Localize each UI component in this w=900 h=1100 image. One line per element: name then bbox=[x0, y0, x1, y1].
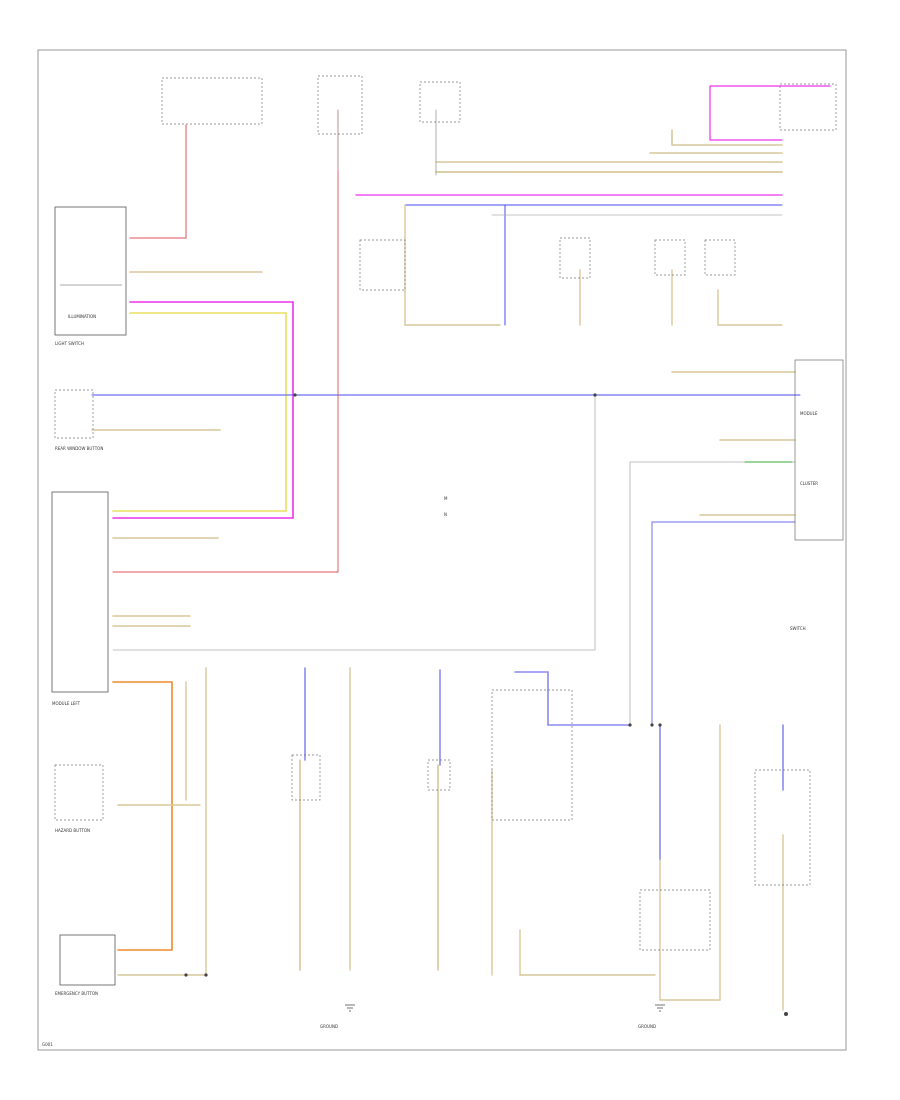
components bbox=[51, 75, 844, 986]
wire-yellow-left bbox=[112, 312, 287, 512]
wire-grey-right bbox=[629, 461, 796, 726]
rear-window-button-box bbox=[54, 389, 94, 439]
footer-right: GROUND bbox=[638, 1024, 656, 1029]
unit-3 bbox=[491, 689, 573, 821]
unit-2 bbox=[427, 759, 451, 791]
wire-orange bbox=[112, 681, 173, 951]
wire-magenta-left bbox=[112, 301, 294, 519]
label-right-module: MODULE bbox=[800, 411, 818, 416]
wire-grey-ml bbox=[112, 394, 596, 651]
grounds bbox=[184, 393, 788, 1016]
footer-left: G001 bbox=[42, 1042, 53, 1047]
fuse-box-2 bbox=[317, 75, 363, 135]
wire-tan-r2 bbox=[659, 724, 721, 1001]
relay-1 bbox=[359, 239, 406, 291]
legend-m: M bbox=[444, 496, 448, 501]
relay-2 bbox=[559, 237, 591, 279]
label-rear-window-button: REAR WINDOW BUTTON bbox=[55, 446, 103, 451]
wire-tan-c5 bbox=[519, 929, 656, 976]
label-light-switch: LIGHT SWITCH bbox=[55, 341, 84, 346]
wire-tan-v1 bbox=[404, 204, 501, 326]
emergency-button-box bbox=[59, 934, 116, 986]
unit-5 bbox=[754, 769, 811, 886]
label-illumination: ILLUMINATION bbox=[68, 314, 96, 319]
wire-tan-v4 bbox=[717, 289, 783, 326]
module-left-box bbox=[51, 491, 109, 693]
hazard-switch-box bbox=[54, 764, 104, 821]
wire-lav-c3 bbox=[514, 671, 631, 726]
label-emergency-button: EMERGENCY BUTTON bbox=[55, 991, 98, 996]
wire-magenta-top bbox=[709, 85, 831, 141]
label-module-left: MODULE LEFT bbox=[52, 701, 81, 706]
wire-red-top bbox=[129, 124, 187, 239]
fuse-box-3 bbox=[419, 81, 461, 123]
light-switch-box bbox=[54, 206, 127, 336]
fuse-box-1 bbox=[161, 77, 263, 125]
label-right-cluster: CLUSTER bbox=[800, 481, 818, 486]
diagram-frame bbox=[37, 49, 847, 1051]
wire-red-mid bbox=[112, 109, 339, 573]
labels: LIGHT SWITCH ILLUMINATION REAR WINDOW BU… bbox=[42, 314, 818, 1047]
legend-n: N bbox=[444, 512, 447, 517]
wire-lav-right bbox=[651, 521, 796, 726]
fuse-box-4 bbox=[779, 83, 837, 131]
wire-tan-top4 bbox=[671, 129, 783, 146]
label-hazard-switch: HAZARD BUTTON bbox=[55, 828, 90, 833]
lamp-1 bbox=[654, 239, 686, 276]
footer-mid: GROUND bbox=[320, 1024, 338, 1029]
unit-4 bbox=[639, 889, 711, 951]
unit-1 bbox=[291, 754, 321, 801]
right-module-box bbox=[794, 359, 844, 541]
wires bbox=[91, 85, 831, 1011]
lamp-2 bbox=[704, 239, 736, 276]
label-right-switch: SWITCH bbox=[790, 626, 806, 631]
